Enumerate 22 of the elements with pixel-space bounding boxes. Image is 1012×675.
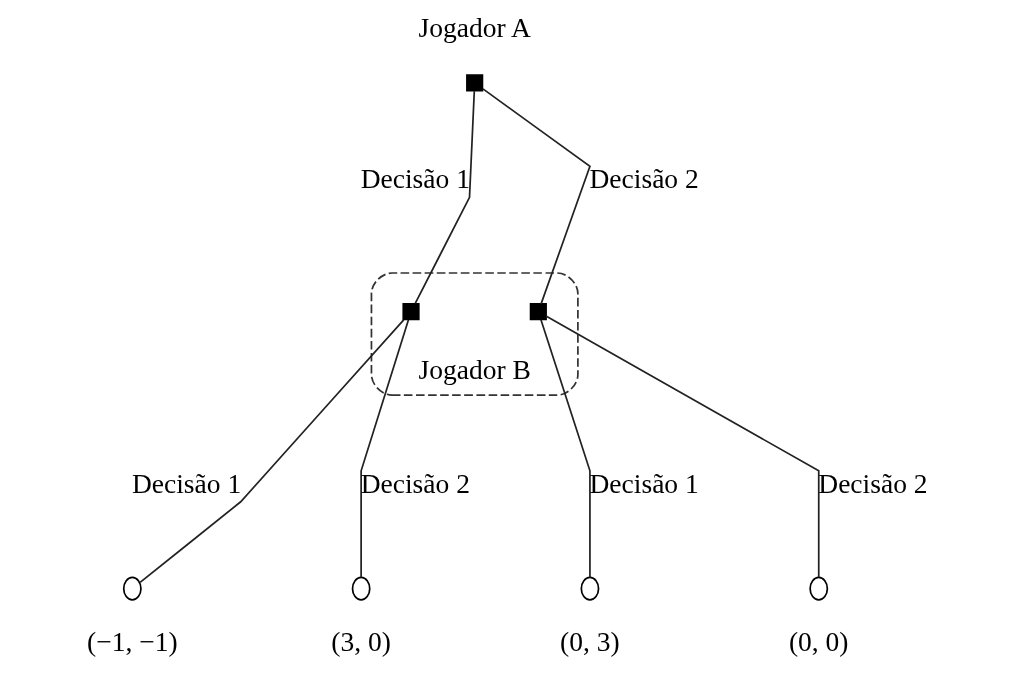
node-label: (0, 0): [788, 626, 849, 658]
node-label: (0, 3): [559, 626, 620, 658]
node-circle: [351, 576, 371, 601]
node-circle: [122, 576, 142, 601]
node-box: [401, 303, 420, 321]
connector: [138, 319, 405, 584]
edge-label: Decisão 2: [588, 163, 699, 195]
node-label: Jogador A: [417, 11, 531, 43]
node-circle: [808, 576, 828, 601]
cluster: Jogador B: [370, 272, 579, 396]
node-box: [529, 303, 547, 321]
connector: [539, 318, 591, 579]
connector: [545, 315, 820, 579]
edge-label: Decisão 1: [360, 163, 470, 195]
connector: [413, 90, 475, 305]
node-circle: [579, 576, 599, 601]
node-label: (−1, −1): [86, 626, 178, 658]
edge-label: Decisão 2: [817, 467, 928, 499]
edge-label: Decisão 1: [131, 467, 241, 499]
connector: [481, 88, 591, 305]
node-box: [465, 74, 483, 92]
node-label: (3, 0): [330, 626, 391, 658]
